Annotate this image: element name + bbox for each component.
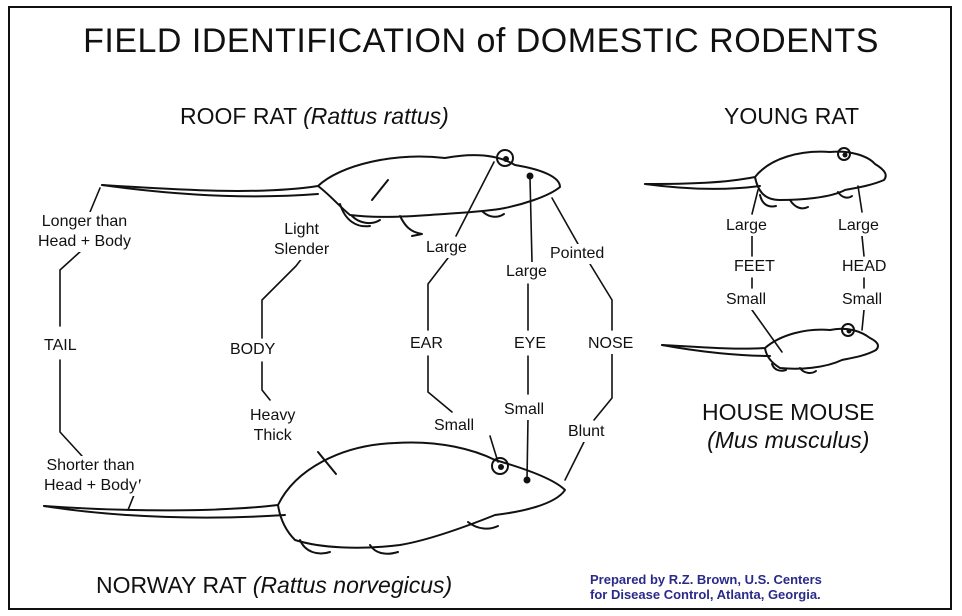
feet-trait-label: FEET: [732, 257, 777, 277]
feet-mouse-label: Small: [724, 290, 769, 310]
tail-norway-label: Shorter than Head + Body: [42, 456, 139, 496]
credit-line-1: Prepared by R.Z. Brown, U.S. Centers: [590, 572, 822, 587]
body-roof-label: Light Slender: [272, 220, 332, 260]
diagram-title: FIELD IDENTIFICATION of DOMESTIC RODENTS: [83, 22, 879, 60]
eye-roof-label: Large: [504, 262, 549, 282]
body-roof-line-1: Light: [284, 221, 319, 238]
body-trait-label: BODY: [228, 340, 278, 360]
feet-young-label: Large: [724, 216, 769, 236]
house-mouse-drawing: [661, 323, 879, 374]
body-roof-line-2: Slender: [274, 241, 330, 258]
roof-rat-name: ROOF RAT: [180, 103, 297, 129]
ear-roof-label: Large: [424, 238, 469, 258]
body-norway-line-1: Heavy: [250, 407, 296, 424]
eye-trait-label: EYE: [512, 334, 549, 354]
ear-norway-label: Small: [432, 416, 477, 436]
house-mouse-name: HOUSE MOUSE: [702, 399, 875, 425]
tail-roof-line-1: Longer than: [41, 213, 128, 230]
norway-rat-heading: NORWAY RAT (Rattus norvegicus): [96, 572, 452, 599]
house-mouse-scientific: (Mus musculus): [707, 427, 870, 453]
tail-trait-label: TAIL: [42, 336, 79, 356]
roof-rat-scientific: (Rattus rattus): [303, 103, 449, 129]
young-rat-drawing: [644, 147, 887, 210]
credit-line-2: for Disease Control, Atlanta, Georgia.: [590, 587, 821, 602]
tail-roof-line-2: Head + Body: [38, 233, 131, 250]
body-norway-line-2: Thick: [253, 427, 292, 444]
nose-trait-label: NOSE: [586, 334, 636, 354]
norway-rat-drawing: [43, 441, 566, 555]
body-norway-label: Heavy Thick: [248, 406, 298, 446]
roof-rat-heading: ROOF RAT (Rattus rattus): [180, 103, 449, 130]
tail-norway-line-2: Head + Body: [44, 477, 137, 494]
head-mouse-label: Small: [840, 290, 885, 310]
head-trait-label: HEAD: [840, 257, 889, 277]
house-mouse-heading: HOUSE MOUSE (Mus musculus): [702, 398, 875, 454]
ear-trait-label: EAR: [408, 334, 445, 354]
norway-rat-name: NORWAY RAT: [96, 572, 247, 598]
connector-lines: [59, 161, 865, 511]
credit-text: Prepared by R.Z. Brown, U.S. Centers for…: [590, 572, 822, 602]
roof-rat-drawing: [101, 149, 561, 237]
nose-roof-label: Pointed: [548, 244, 607, 264]
tail-norway-line-1: Shorter than: [46, 457, 135, 474]
norway-rat-scientific: (Rattus norvegicus): [252, 572, 453, 598]
young-rat-heading: YOUNG RAT: [724, 103, 860, 129]
tail-roof-label: Longer than Head + Body: [36, 212, 133, 252]
diagram-frame: [8, 6, 952, 610]
eye-norway-label: Small: [502, 400, 547, 420]
head-young-label: Large: [836, 216, 881, 236]
nose-norway-label: Blunt: [566, 422, 607, 442]
